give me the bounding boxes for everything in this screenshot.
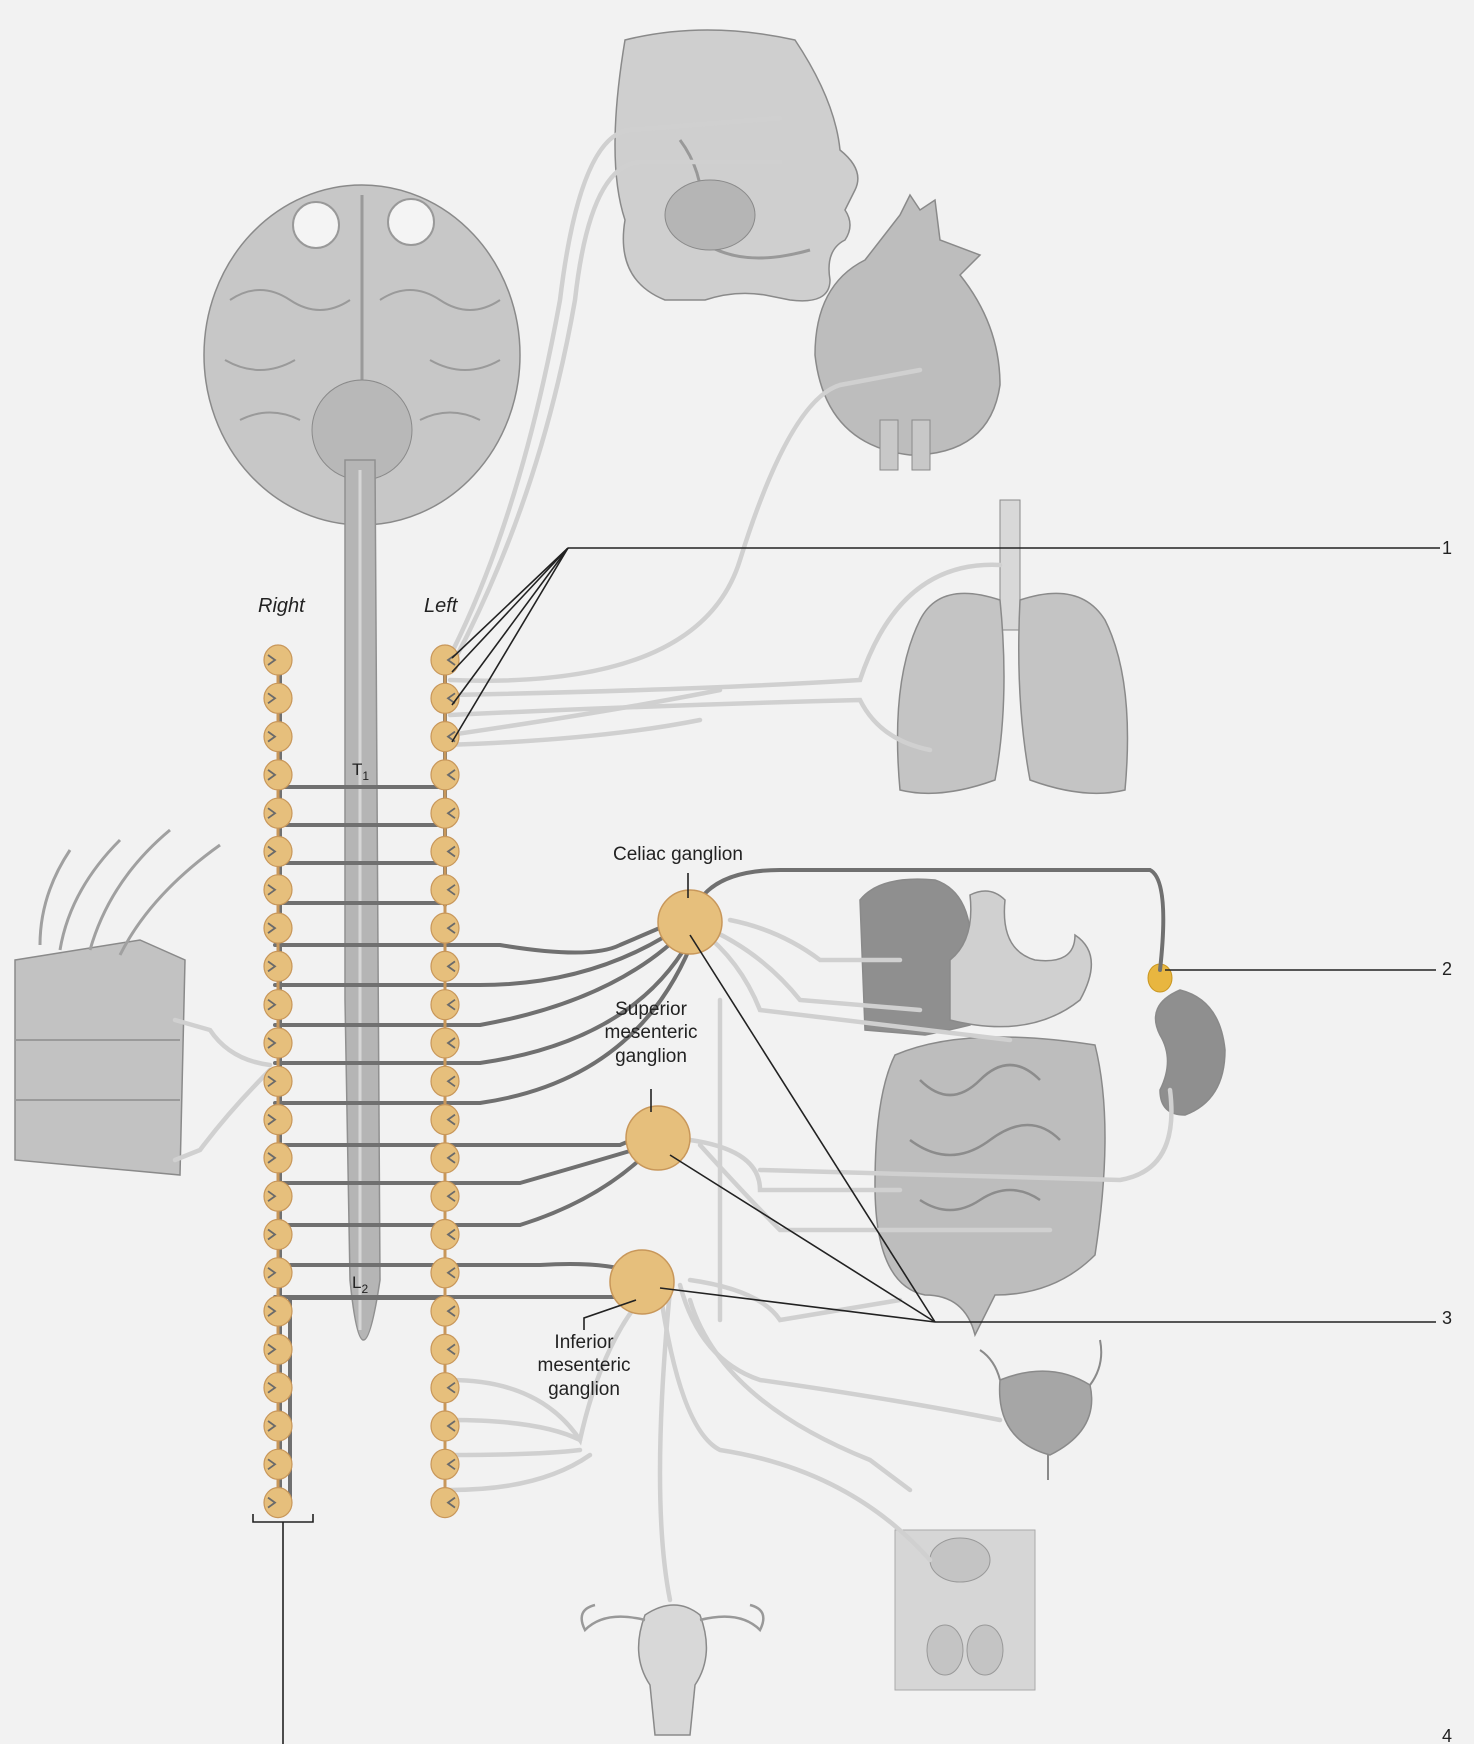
label-superior-line1: Superior xyxy=(615,999,687,1020)
sympathetic-chain-left xyxy=(431,645,459,1518)
right-chain-ganglion xyxy=(264,1105,292,1135)
right-chain-ganglion xyxy=(264,1296,292,1326)
left-chain-ganglion xyxy=(431,875,459,905)
label-celiac-ganglion: Celiac ganglion xyxy=(613,844,743,865)
right-chain-ganglion xyxy=(264,951,292,981)
right-chain-ganglion xyxy=(264,1258,292,1288)
label-left: Left xyxy=(424,595,459,617)
left-chain-ganglion xyxy=(431,1258,459,1288)
superior-mesenteric-ganglion xyxy=(626,1106,690,1170)
left-chain-ganglion xyxy=(431,683,459,713)
right-chain-ganglion xyxy=(264,1066,292,1096)
right-chain-ganglion xyxy=(264,837,292,867)
left-chain-ganglion xyxy=(431,798,459,828)
right-chain-ganglion xyxy=(264,1220,292,1250)
left-chain-ganglion xyxy=(431,1449,459,1479)
right-chain-ganglion xyxy=(264,1411,292,1441)
right-chain-ganglion xyxy=(264,1373,292,1403)
right-chain-ganglion xyxy=(264,798,292,828)
label-right: Right xyxy=(258,595,306,617)
left-chain-ganglion xyxy=(431,1105,459,1135)
label-inferior-line1: Inferior xyxy=(554,1332,614,1353)
stomach-icon xyxy=(950,891,1091,1027)
left-chain-ganglion xyxy=(431,1373,459,1403)
left-chain-ganglion xyxy=(431,1296,459,1326)
callout-4: 4 xyxy=(1442,1726,1452,1744)
inferior-mesenteric-ganglion xyxy=(610,1250,674,1314)
left-chain-ganglion xyxy=(431,1488,459,1518)
right-chain-ganglion xyxy=(264,913,292,943)
right-chain-ganglion xyxy=(264,1143,292,1173)
right-chain-ganglion xyxy=(264,645,292,675)
label-inferior-line3: ganglion xyxy=(548,1379,620,1400)
left-chain-ganglion xyxy=(431,645,459,675)
left-chain-ganglion xyxy=(431,837,459,867)
male-reproductive-icon xyxy=(895,1530,1035,1690)
right-chain-ganglion xyxy=(264,1028,292,1058)
right-chain-ganglion xyxy=(264,1334,292,1364)
right-chain-ganglion xyxy=(264,683,292,713)
left-chain-ganglion xyxy=(431,1220,459,1250)
left-chain-ganglion xyxy=(431,1181,459,1211)
right-chain-ganglion xyxy=(264,722,292,752)
label-superior-line2: mesenteric xyxy=(605,1022,698,1043)
callout-3: 3 xyxy=(1442,1308,1452,1328)
right-chain-ganglion xyxy=(264,1449,292,1479)
left-chain-ganglion xyxy=(431,1334,459,1364)
right-chain-ganglion xyxy=(264,1488,292,1518)
left-chain-ganglion xyxy=(431,951,459,981)
left-chain-ganglion xyxy=(431,1143,459,1173)
skin-icon xyxy=(15,830,220,1175)
left-chain-ganglion xyxy=(431,1066,459,1096)
left-chain-ganglion xyxy=(431,990,459,1020)
left-chain-ganglion xyxy=(431,1411,459,1441)
celiac-ganglion xyxy=(658,890,722,954)
uterus-icon xyxy=(582,1605,764,1735)
right-chain-ganglion xyxy=(264,760,292,790)
intestines-icon xyxy=(875,1037,1105,1335)
head-icon xyxy=(615,30,858,301)
kidney-icon xyxy=(1148,964,1225,1115)
sympathetic-chain-right xyxy=(264,645,292,1518)
left-chain-ganglion xyxy=(431,913,459,943)
label-inferior-line2: mesenteric xyxy=(538,1355,631,1376)
callout-2: 2 xyxy=(1442,959,1452,979)
right-chain-ganglion xyxy=(264,875,292,905)
left-chain-ganglion xyxy=(431,1028,459,1058)
spinal-cord xyxy=(345,460,380,1340)
callout-1: 1 xyxy=(1442,538,1452,558)
right-chain-ganglion xyxy=(264,1181,292,1211)
right-chain-ganglion xyxy=(264,990,292,1020)
left-chain-ganglion xyxy=(431,760,459,790)
bladder-icon xyxy=(980,1340,1101,1480)
label-superior-line3: ganglion xyxy=(615,1046,687,1067)
